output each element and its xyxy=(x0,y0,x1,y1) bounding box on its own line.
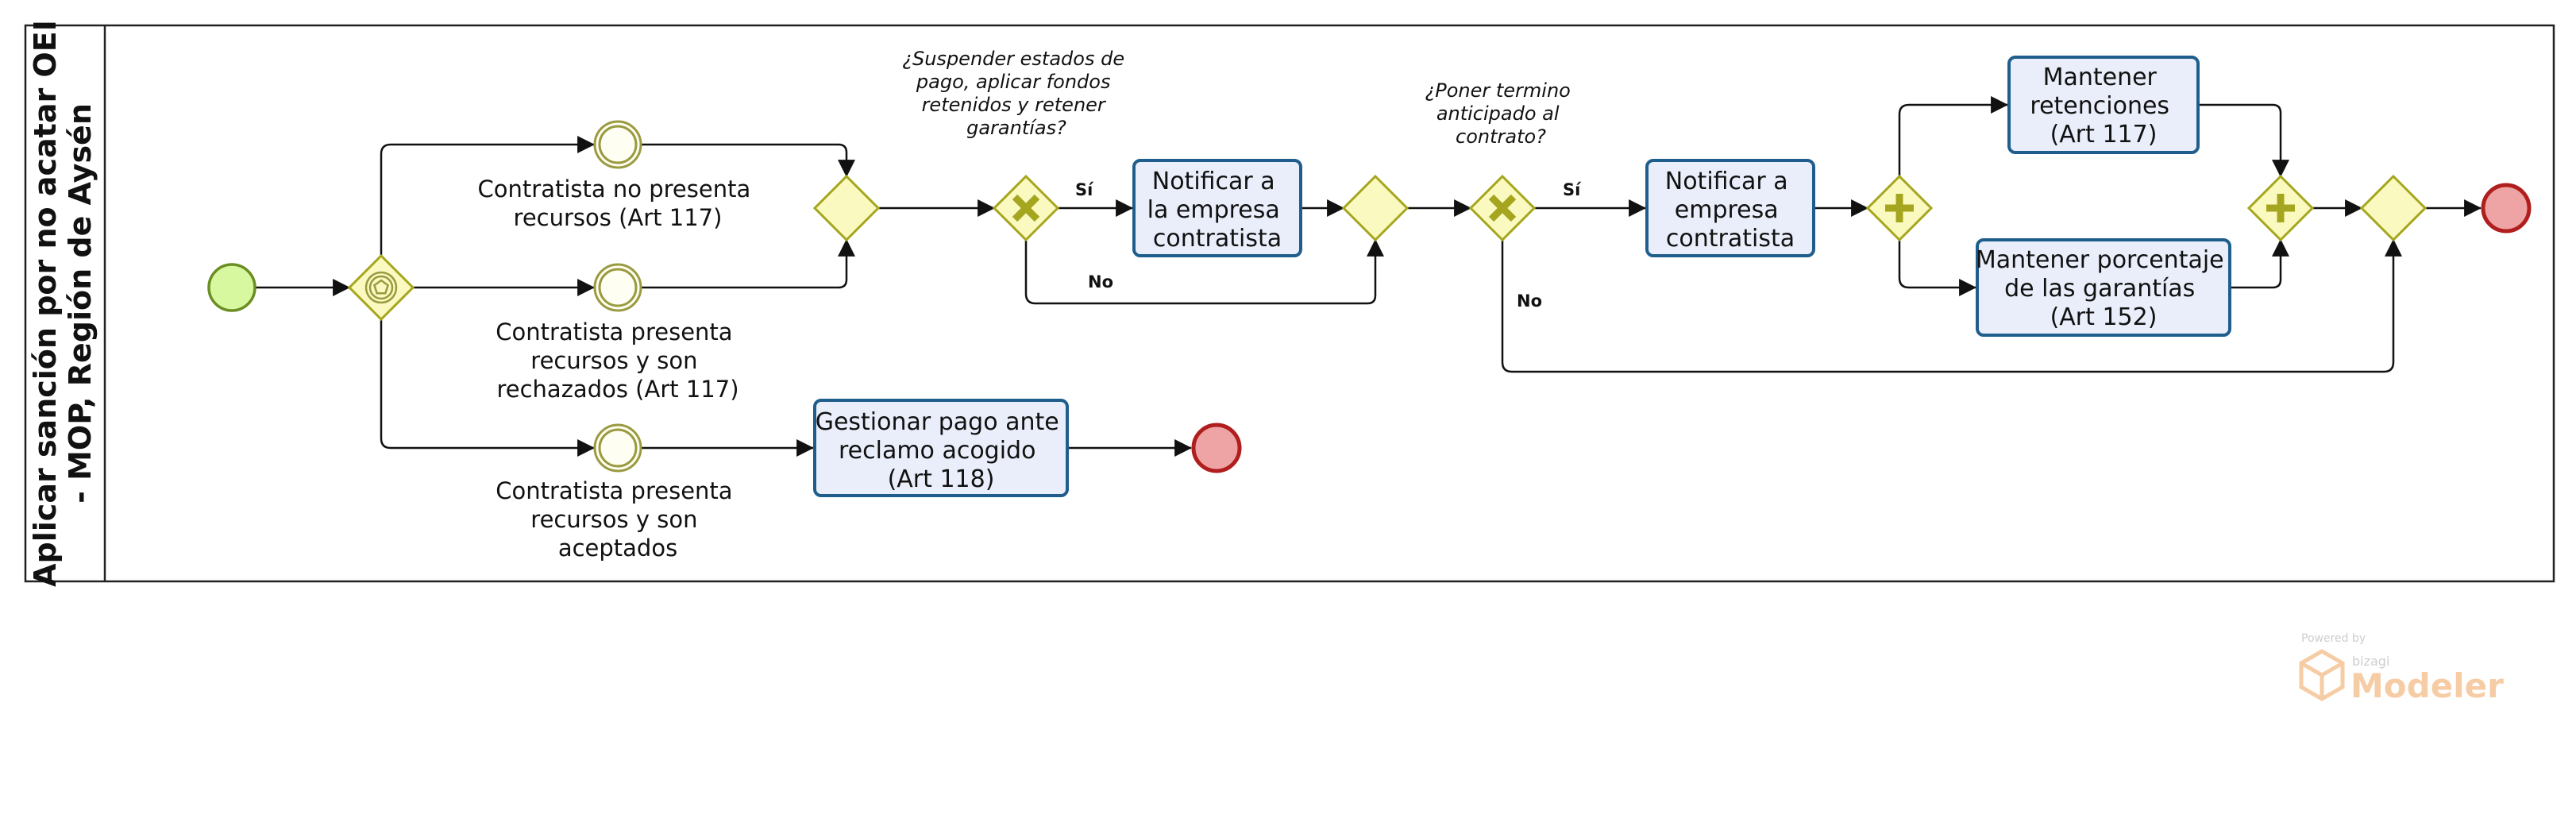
task-mantener-retenciones[interactable]: Mantener retenciones (Art 117) xyxy=(2007,56,2200,154)
pool-title-line2: - MOP, Región de Aysén xyxy=(63,103,98,504)
event-label-e3: Contratista presenta recursos y son acep… xyxy=(496,477,740,562)
bizagi-logo-icon xyxy=(2299,649,2345,701)
watermark-product: Modeler xyxy=(2350,666,2504,705)
flow-split-to-retenciones[interactable] xyxy=(1898,96,2009,176)
parallel-gateway-split[interactable] xyxy=(1865,174,1934,242)
flow-garantias-to-join[interactable] xyxy=(2230,238,2289,289)
flow-q1-no[interactable] xyxy=(1024,238,1384,305)
exclusive-gateway-q2[interactable] xyxy=(1468,174,1537,242)
gateway-question-q1: ¿Suspender estados de pago, aplicar fond… xyxy=(902,48,1130,139)
bizagi-watermark: Powered by bizagi Modeler xyxy=(2299,632,2504,705)
task-retenciones-label: Mantener retenciones (Art 117) xyxy=(2030,64,2177,149)
event-label-e1: Contratista no presenta recursos (Art 11… xyxy=(478,176,758,231)
end-event-2[interactable] xyxy=(1191,423,1242,473)
branch-label-q2-no: No xyxy=(1517,291,1542,311)
end-event-1[interactable] xyxy=(2481,183,2532,234)
task-notificar2-label: Notificar a empresa contratista xyxy=(1665,168,1795,253)
start-event[interactable] xyxy=(207,263,256,312)
intermediate-event-e3[interactable] xyxy=(593,423,642,473)
merge-gateway-2[interactable] xyxy=(1341,174,1409,242)
flow-retenciones-to-join[interactable] xyxy=(2198,103,2289,178)
watermark-powered-by: Powered by xyxy=(2301,632,2366,645)
branch-label-q2-yes: Sí xyxy=(1563,180,1582,199)
flow-e2-to-merge1[interactable] xyxy=(642,238,855,289)
task-gestionar-label: Gestionar pago ante reclamo acogido (Art… xyxy=(816,408,1067,493)
parallel-gateway-join[interactable] xyxy=(2246,174,2315,242)
intermediate-event-e2[interactable] xyxy=(593,263,642,312)
intermediate-event-e1[interactable] xyxy=(593,120,642,169)
merge-gateway-1[interactable] xyxy=(812,174,881,242)
task-notificar1-label: Notificar a la empresa contratista xyxy=(1147,168,1288,253)
flow-eventgw-to-e1[interactable] xyxy=(380,136,596,256)
branch-label-q1-no: No xyxy=(1088,272,1113,291)
task-notificar-2[interactable]: Notificar a empresa contratista xyxy=(1645,159,1815,257)
task-notificar-1[interactable]: Notificar a la empresa contratista xyxy=(1132,159,1302,257)
pool-title-line1: Aplicar sanción por no acatar OEI xyxy=(28,20,63,587)
event-based-gateway[interactable] xyxy=(347,253,415,322)
event-label-e2: Contratista presenta recursos y son rech… xyxy=(496,318,740,403)
pentagon-icon xyxy=(372,279,390,295)
branch-label-q1-yes: Sí xyxy=(1075,180,1094,199)
task-mantener-garantias[interactable]: Mantener porcentaje de las garantías (Ar… xyxy=(1976,238,2231,337)
gateway-question-q2: ¿Poner termino anticipado al contrato? xyxy=(1425,79,1577,148)
sequence-flows xyxy=(256,96,2482,457)
task-garantias-label: Mantener porcentaje de las garantías (Ar… xyxy=(1976,246,2231,331)
flow-eventgw-to-e3[interactable] xyxy=(380,319,596,457)
exclusive-gateway-q1[interactable] xyxy=(992,174,1060,242)
merge-gateway-3[interactable] xyxy=(2359,174,2428,242)
flow-q2-no[interactable] xyxy=(1501,238,2402,373)
flow-e1-to-merge1[interactable] xyxy=(642,143,855,178)
watermark-brand: bizagi xyxy=(2352,654,2389,669)
task-gestionar-pago[interactable]: Gestionar pago ante reclamo acogido (Art… xyxy=(813,399,1069,497)
flow-split-to-garantias[interactable] xyxy=(1898,240,1977,296)
